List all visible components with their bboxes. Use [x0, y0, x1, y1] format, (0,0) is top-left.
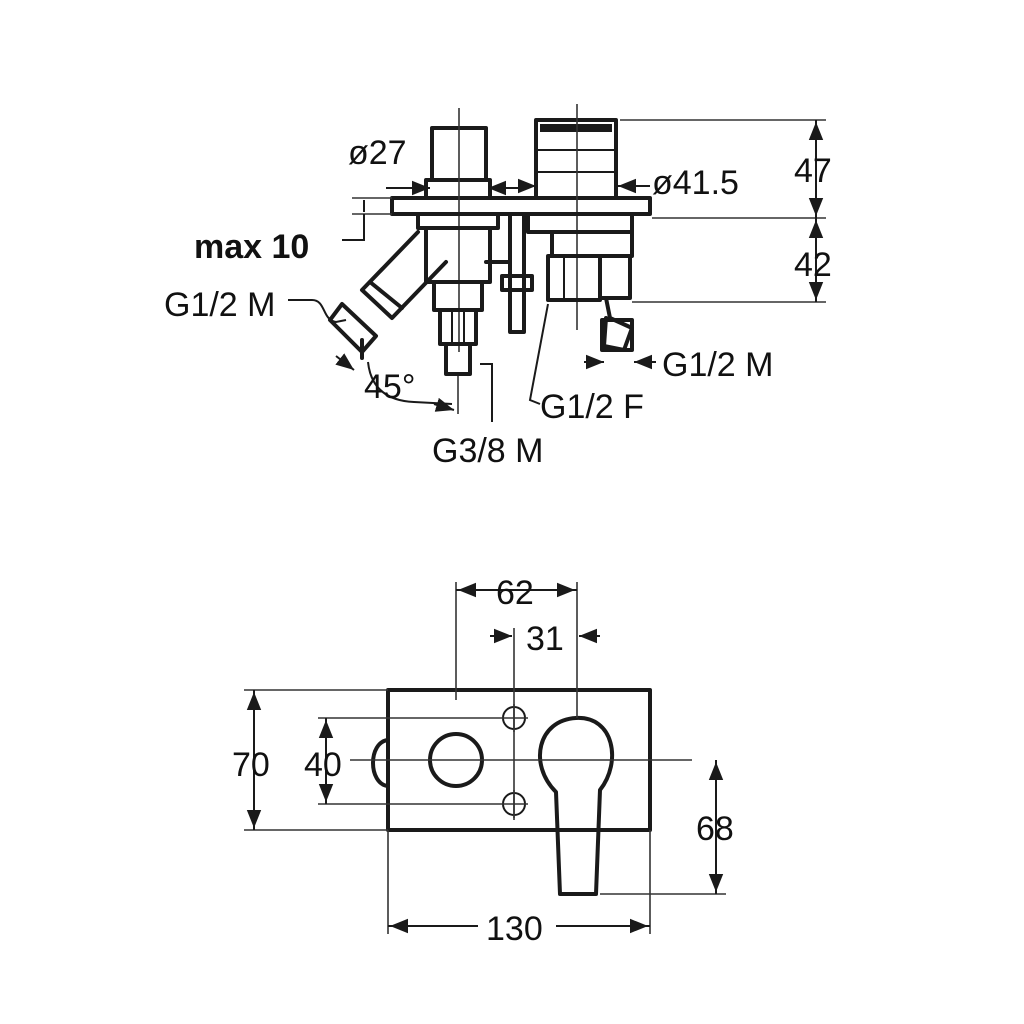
label-dia-41-5: ø41.5 — [652, 164, 739, 202]
lever-handle — [538, 715, 615, 896]
label-max-10: max 10 — [194, 228, 309, 266]
side-knob — [371, 738, 390, 788]
wall-plate — [390, 196, 652, 216]
label-angle-45: 45° — [364, 368, 415, 406]
middle-rod — [484, 212, 534, 334]
label-thread-left: G1/2 M — [164, 286, 275, 324]
front-view: 62 31 70 40 68 130 — [232, 574, 734, 948]
label-height-47: 47 — [794, 152, 832, 190]
angled-outlet — [328, 230, 448, 360]
label-thread-right: G1/2 M — [662, 346, 773, 384]
label-thread-female: G1/2 F — [540, 388, 644, 426]
label-thread-bottom: G3/8 M — [432, 432, 543, 470]
label-width-130: 130 — [486, 910, 543, 948]
label-height-68: 68 — [696, 810, 734, 848]
side-view: ø27 ø41.5 47 42 max 10 G1/2 M 45° G3 — [164, 104, 832, 470]
label-width-31: 31 — [526, 620, 564, 658]
label-dia-27: ø27 — [348, 134, 407, 172]
right-cartridge — [526, 104, 634, 352]
label-height-40: 40 — [304, 746, 342, 784]
left-cartridge — [416, 108, 500, 376]
label-height-42: 42 — [794, 246, 832, 284]
label-width-62: 62 — [496, 574, 534, 612]
label-height-70: 70 — [232, 746, 270, 784]
